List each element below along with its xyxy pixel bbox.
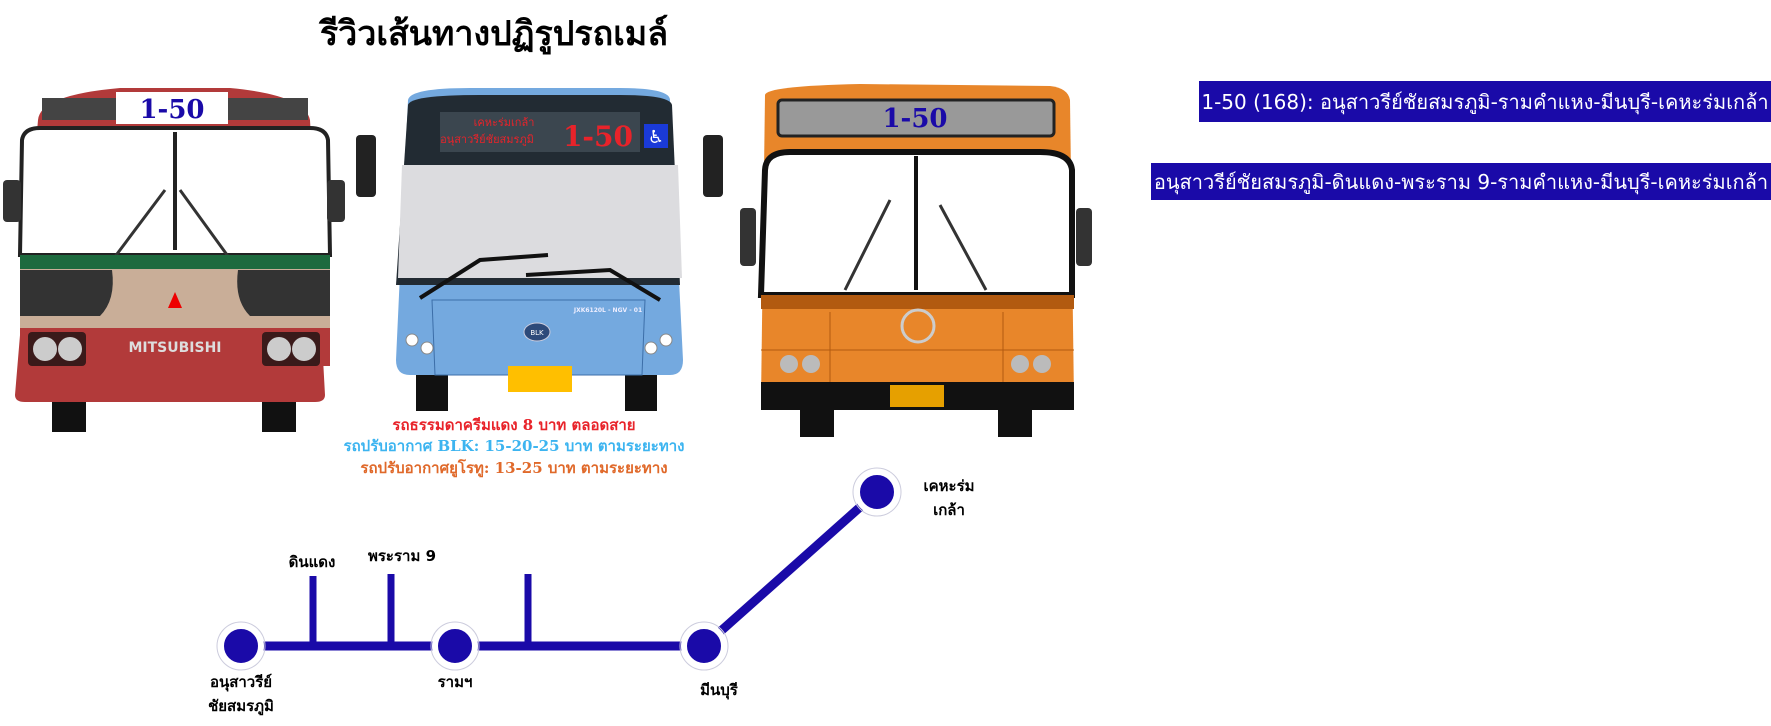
svg-text:BLK: BLK (530, 329, 544, 337)
station-marker-minburi (681, 623, 727, 669)
red-bus: 1-50 MITSUBISHI (3, 88, 345, 432)
route-line-to-kheha (701, 488, 880, 650)
blue-bus-sign-number: 1-50 (563, 120, 633, 153)
branch-label-rama9: พระราม 9 (367, 547, 437, 565)
orange-bus-sign: 1-50 (882, 104, 947, 134)
blue-bus-sign-dest: เคหะร่มเกล้า (474, 116, 535, 129)
station-label-victory-monument: อนุสาวรีย์ชัยสมรภูมิ (208, 673, 274, 715)
fare-euro2: รถปรับอากาศยูโรทู: 13-25 บาท ตามระยะทาง (360, 459, 668, 477)
page-title: รีวิวเส้นทางปฏิรูปรถเมล์ (319, 14, 669, 54)
blue-bus-model: JXK6120L - NGV - 01 (573, 307, 642, 314)
route-box-full: อนุสาวรีย์ชัยสมรภูมิ-ดินแดง-พระราม 9-ราม… (1151, 163, 1771, 200)
station-marker-ram (432, 623, 478, 669)
station-label-kheha: เคหะร่มเกล้า (923, 477, 975, 519)
svg-text:♿: ♿ (648, 127, 664, 148)
station-marker-victory-monument (218, 623, 264, 669)
blk-logo (523, 322, 551, 342)
fare-ordinary: รถธรรมดาครีมแดง 8 บาท ตลอดสาย (392, 416, 636, 434)
station-marker-kheha (854, 469, 900, 515)
hino-logo (900, 308, 936, 344)
red-bus-sign: 1-50 (139, 95, 204, 125)
blue-bus-sign-origin: อนุสาวรีย์ชัยสมรภูมิ (440, 133, 534, 146)
red-bus-brand: MITSUBISHI (128, 340, 221, 356)
route-box-short: 1-50 (168): อนุสาวรีย์ชัยสมรภูมิ-รามคำแห… (1199, 81, 1771, 122)
orange-bus: 1-50 (740, 84, 1092, 437)
station-label-minburi: มีนบุรี (700, 681, 738, 699)
fare-blk: รถปรับอากาศ BLK: 15-20-25 บาท ตามระยะทาง (343, 437, 685, 455)
station-label-ram: รามฯ (437, 673, 473, 691)
route-map (241, 488, 880, 651)
blue-bus: เคหะร่มเกล้า อนุสาวรีย์ชัยสมรภูมิ 1-50 ♿… (356, 88, 723, 411)
wheelchair-icon (644, 124, 668, 148)
branch-label-din-daeng: ดินแดง (288, 553, 336, 571)
